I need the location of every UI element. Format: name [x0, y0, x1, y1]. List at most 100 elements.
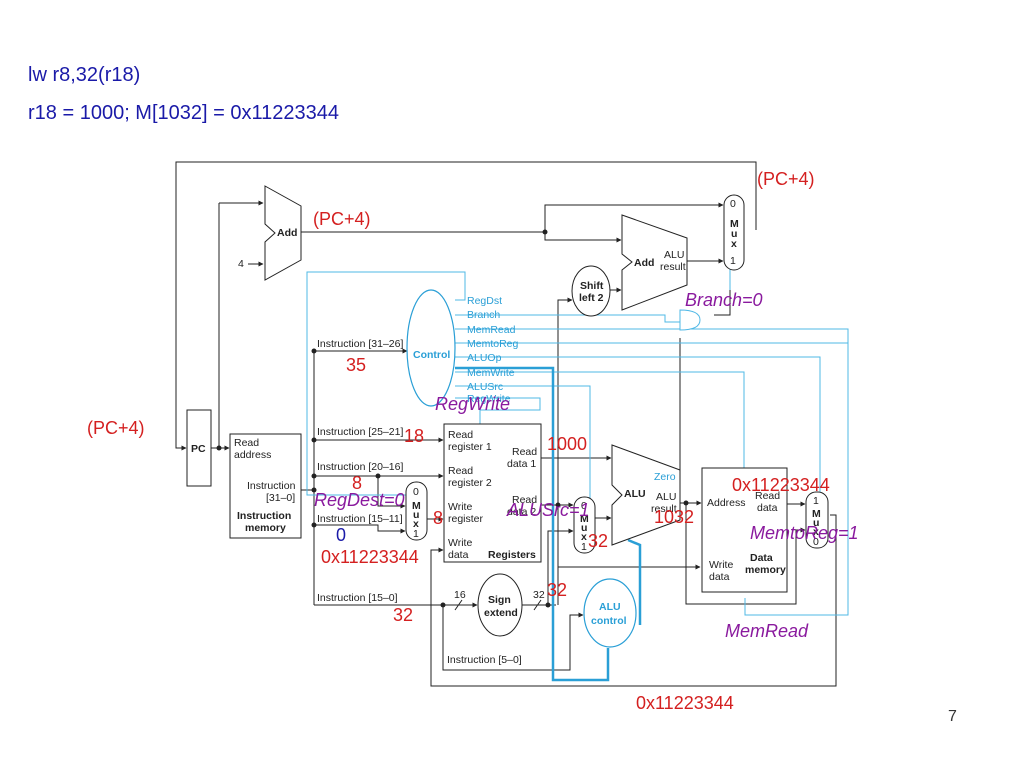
mux-top-x: x	[731, 238, 737, 250]
pc-adder	[264, 185, 302, 281]
ann-pc4-left: (PC+4)	[87, 418, 145, 438]
mux-mr-x: x	[813, 526, 819, 538]
field-20-16: Instruction [20–16]	[317, 461, 403, 473]
instruction-field-labels: Instruction [31–26] Instruction [25–21] …	[317, 338, 522, 666]
shift-left-2	[571, 265, 611, 317]
imem-read-2: address	[234, 449, 271, 461]
mux-top-m: M	[730, 218, 739, 230]
ann-opcode: 35	[346, 355, 366, 375]
reg-write-data-2: data	[448, 549, 469, 561]
signal-memtoreg: MemtoReg	[467, 338, 519, 350]
field-15-0: Instruction [15–0]	[317, 592, 398, 604]
main-alu	[611, 444, 681, 546]
shift-label-1: Shift	[580, 280, 604, 292]
reg-write-reg-1: Write	[448, 501, 472, 513]
reg-title: Registers	[488, 549, 536, 561]
mux-top-0: 0	[730, 198, 736, 210]
data-memory	[701, 467, 788, 593]
ann-rt: 8	[352, 473, 362, 493]
reg-data1-1: Read	[512, 446, 537, 458]
ann-pc4-top: (PC+4)	[757, 169, 815, 189]
mux-as-x: x	[581, 531, 587, 543]
mux-rd-m: M	[412, 500, 421, 512]
ann-branch: Branch=0	[685, 290, 763, 310]
ann-pc4-add: (PC+4)	[313, 209, 371, 229]
mux-mr-1: 1	[813, 495, 819, 507]
field-25-21: Instruction [25–21]	[317, 426, 403, 438]
branch-adder-label: Add	[634, 257, 654, 269]
branch-adder-result-1: ALU	[664, 249, 684, 261]
imem-instr-1: Instruction	[247, 480, 296, 492]
register-memory-values: r18 = 1000; M[1032] = 0x11223344	[28, 102, 339, 124]
annotations: (PC+4) (PC+4) (PC+4) Branch=0 35 RegWrit…	[87, 169, 859, 713]
mux-as-1: 1	[581, 541, 587, 553]
ann-imm-extended: 32	[547, 580, 567, 600]
branch-adder-result-2: result	[660, 261, 686, 273]
mux-top-1: 1	[730, 255, 736, 267]
imem-title-2: memory	[245, 522, 286, 534]
signal-regwrite: RegWrite	[467, 393, 511, 405]
ann-write-data: 0x11223344	[321, 547, 419, 567]
ann-rs: 18	[404, 426, 424, 446]
mux-mr-m: M	[812, 508, 821, 520]
mux-mr-u: u	[813, 517, 819, 529]
alu-control	[583, 578, 637, 648]
imem-read-1: Read	[234, 437, 259, 449]
mux-rd-u: u	[413, 509, 419, 521]
mux-as-0: 0	[581, 500, 587, 512]
aluop-bus	[455, 366, 610, 682]
signal-aluop: ALUOp	[467, 352, 502, 364]
mux-rd-x: x	[413, 518, 419, 530]
pc-label: PC	[191, 443, 206, 455]
signal-regdst: RegDst	[467, 295, 502, 307]
field-5-0: Instruction [5–0]	[447, 654, 522, 666]
alu-control-2: control	[591, 615, 627, 627]
field-15-11: Instruction [15–11]	[317, 513, 403, 525]
ann-regwrite: RegWrite	[435, 394, 510, 414]
mux-as-u: u	[581, 522, 587, 534]
sign-extend-2: extend	[484, 607, 518, 619]
reg-data2-1: Read	[512, 494, 537, 506]
shift-label-2: left 2	[579, 292, 604, 304]
alu-label: ALU	[624, 488, 646, 500]
dmem-write-2: data	[709, 571, 730, 583]
junction-dots	[216, 229, 689, 608]
mux-mr-0: 0	[813, 536, 819, 548]
pc-source-mux	[723, 194, 745, 271]
control-label: Control	[413, 349, 450, 361]
alu-result-1: ALU	[656, 491, 676, 503]
reg-data1-2: data 1	[507, 458, 536, 470]
mux-top-u: u	[731, 228, 737, 240]
ann-alusrc: ALUSrc=1	[506, 500, 590, 520]
reg-read2-1: Read	[448, 465, 473, 477]
instruction-memory	[229, 433, 302, 539]
reg-data2-2: data 2	[507, 506, 536, 518]
dmem-title-1: Data	[750, 552, 773, 564]
alu-control-1: ALU	[599, 601, 621, 613]
pc-register	[186, 409, 212, 487]
alu-control-out	[627, 538, 642, 625]
page-number: 7	[948, 708, 957, 725]
dmem-read-1: Read	[755, 490, 780, 502]
ann-imm: 32	[393, 605, 413, 625]
ann-imm-to-alu: 32	[588, 531, 608, 551]
reg-read1-2: register 1	[448, 441, 492, 453]
bits-16: 16	[454, 589, 466, 601]
signal-branch: Branch	[467, 309, 500, 321]
sign-extend-1: Sign	[488, 594, 511, 606]
bits-32: 32	[533, 589, 545, 601]
pc-adder-label: Add	[277, 227, 297, 239]
alu-zero-label: Zero	[654, 471, 676, 483]
instruction-title: lw r8,32(r18)	[28, 64, 141, 86]
field-31-26: Instruction [31–26]	[317, 338, 403, 350]
dmem-address: Address	[707, 497, 746, 509]
ann-mem-data: 0x11223344	[732, 475, 830, 495]
ann-alu-result: 1032	[654, 507, 694, 527]
mux-rd-1: 1	[413, 528, 419, 540]
sign-extend	[477, 573, 523, 637]
control-signal-labels: RegDst Branch MemRead MemtoReg ALUOp Mem…	[467, 295, 519, 405]
const-four: 4	[238, 258, 244, 270]
ann-memtoreg: MemtoReg=1	[750, 523, 859, 543]
regdst-mux	[405, 481, 428, 541]
